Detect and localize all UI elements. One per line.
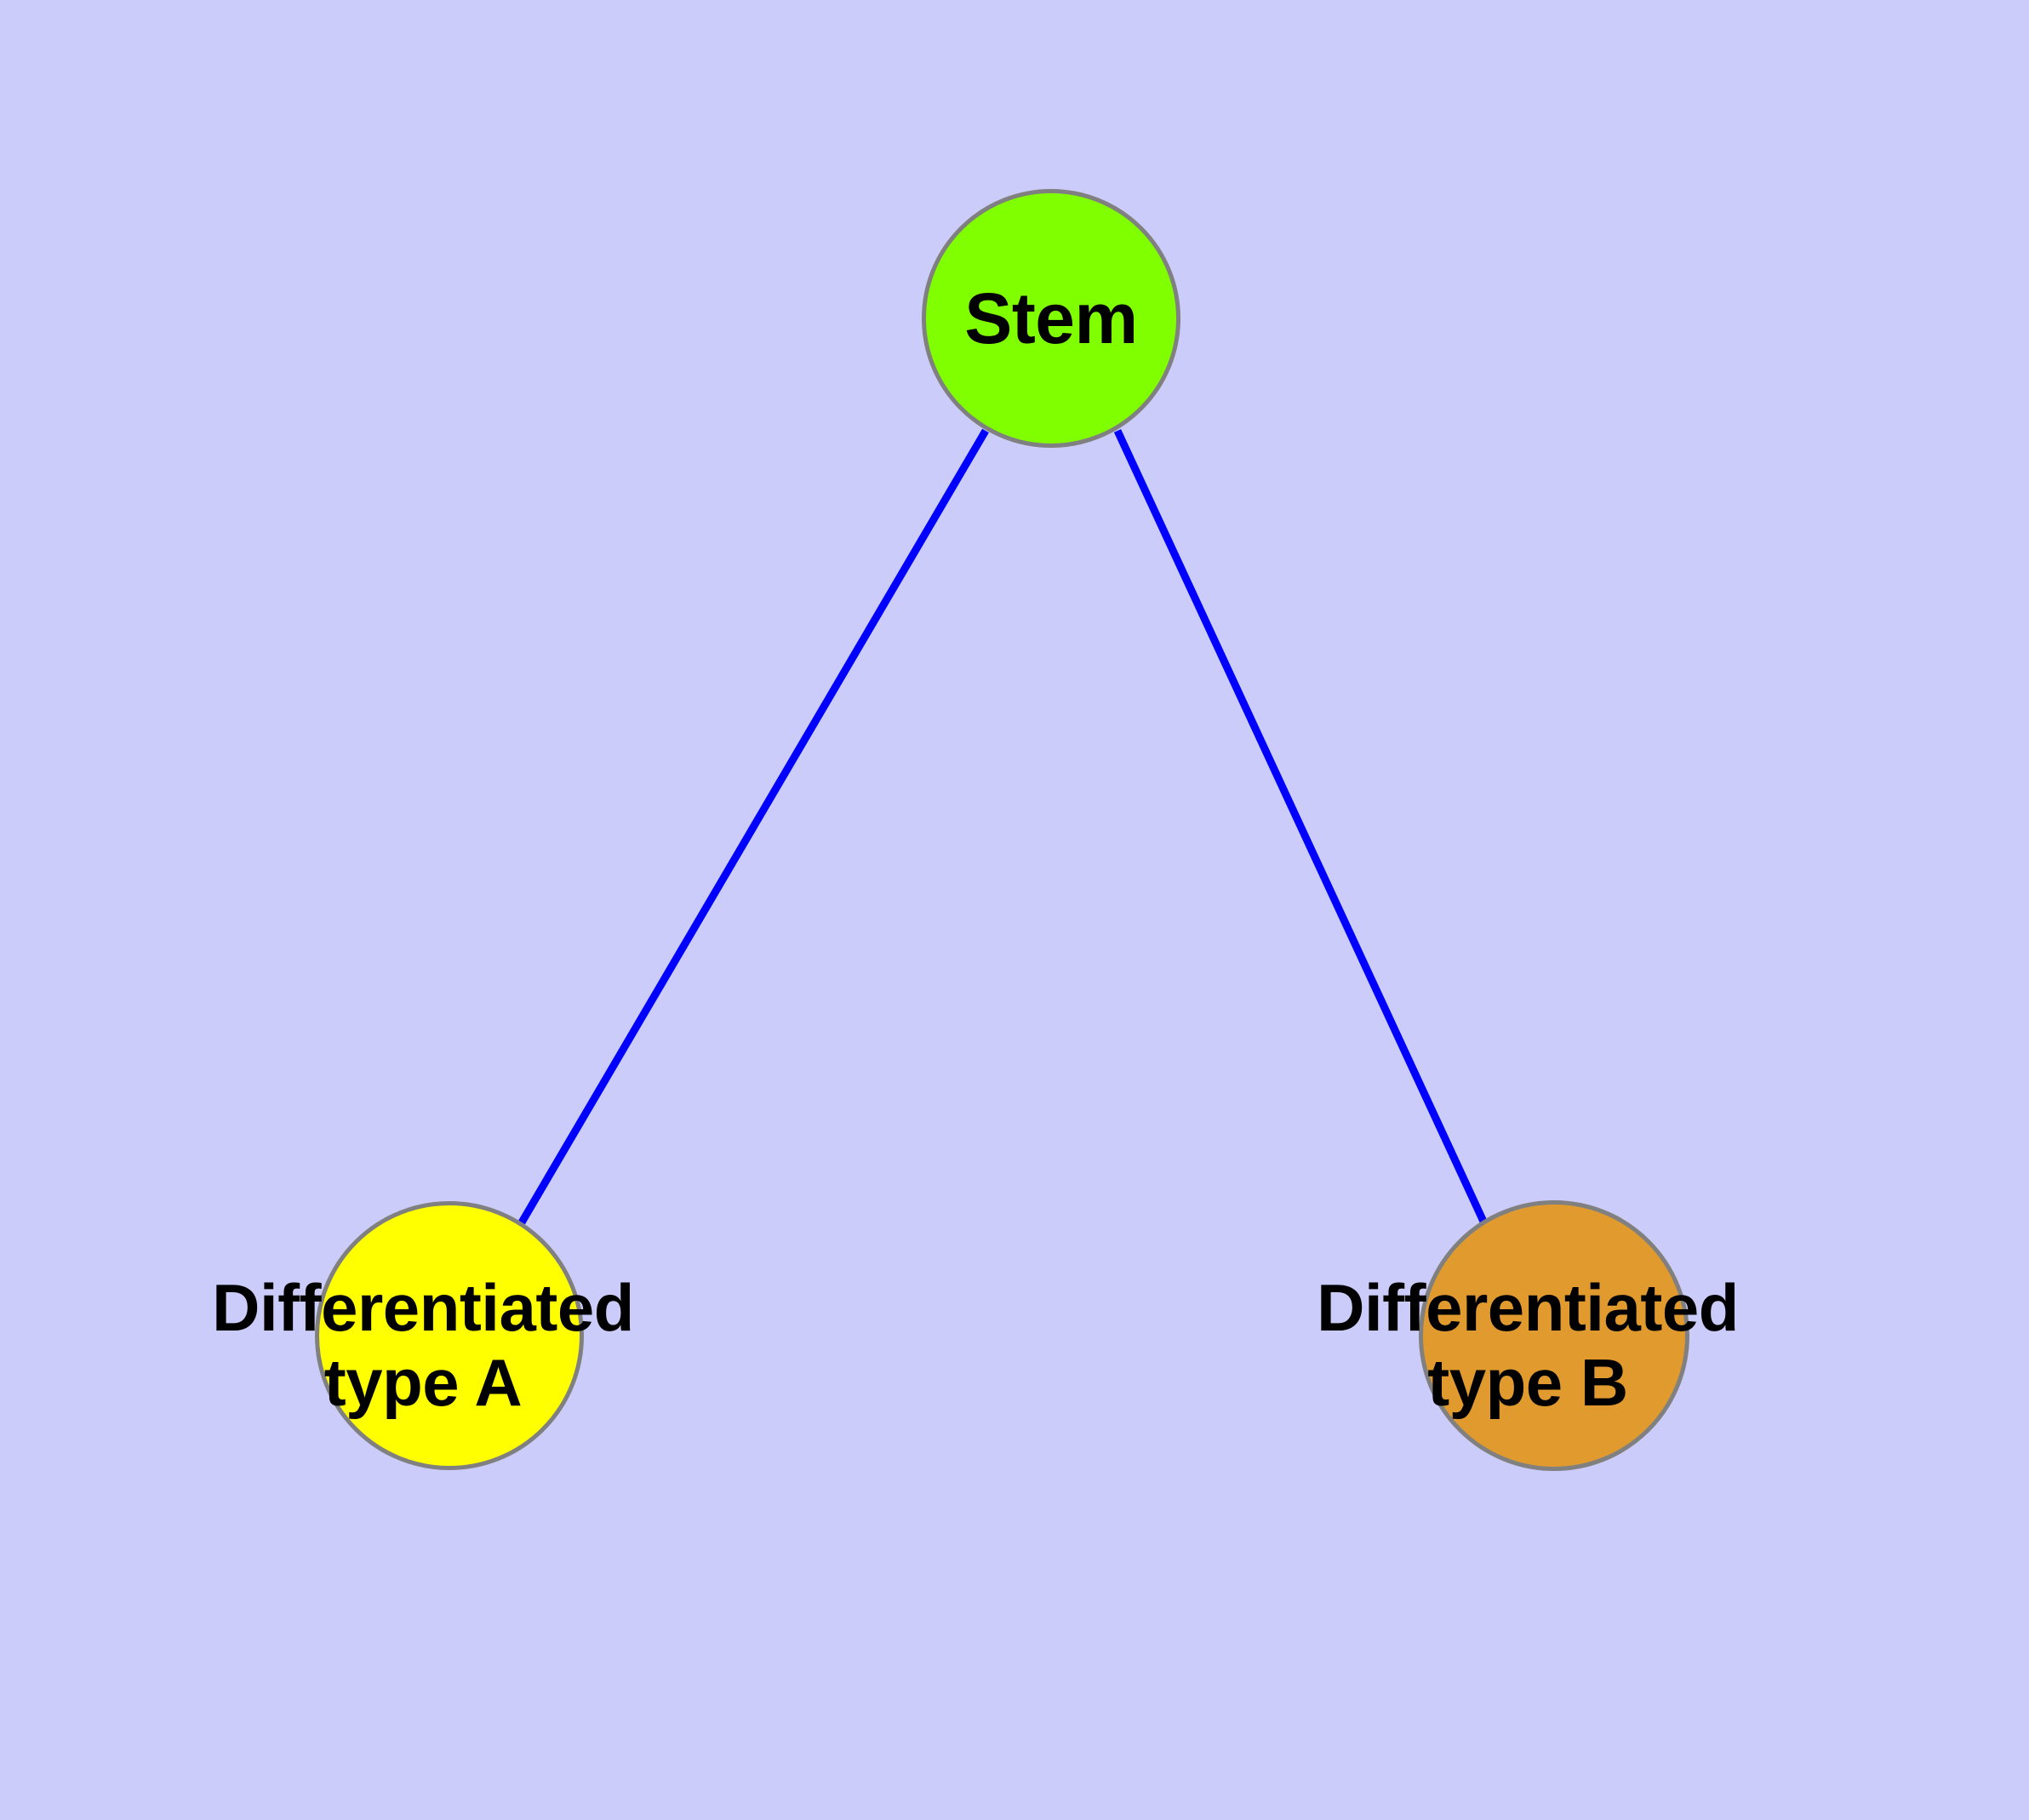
edge-stem-to-differentiated-type-a <box>518 428 989 1225</box>
node-differentiated-type-a[interactable] <box>315 1201 584 1470</box>
node-label-stem: Stem <box>964 278 1138 358</box>
node-label-differentiated-type-b: Differentiated type B <box>1317 1270 1739 1421</box>
node-stem[interactable] <box>922 189 1180 448</box>
node-differentiated-type-b[interactable] <box>1419 1200 1689 1471</box>
edge-stem-to-differentiated-type-b <box>1113 429 1489 1225</box>
node-label-differentiated-type-a: Differentiated type A <box>212 1270 634 1421</box>
